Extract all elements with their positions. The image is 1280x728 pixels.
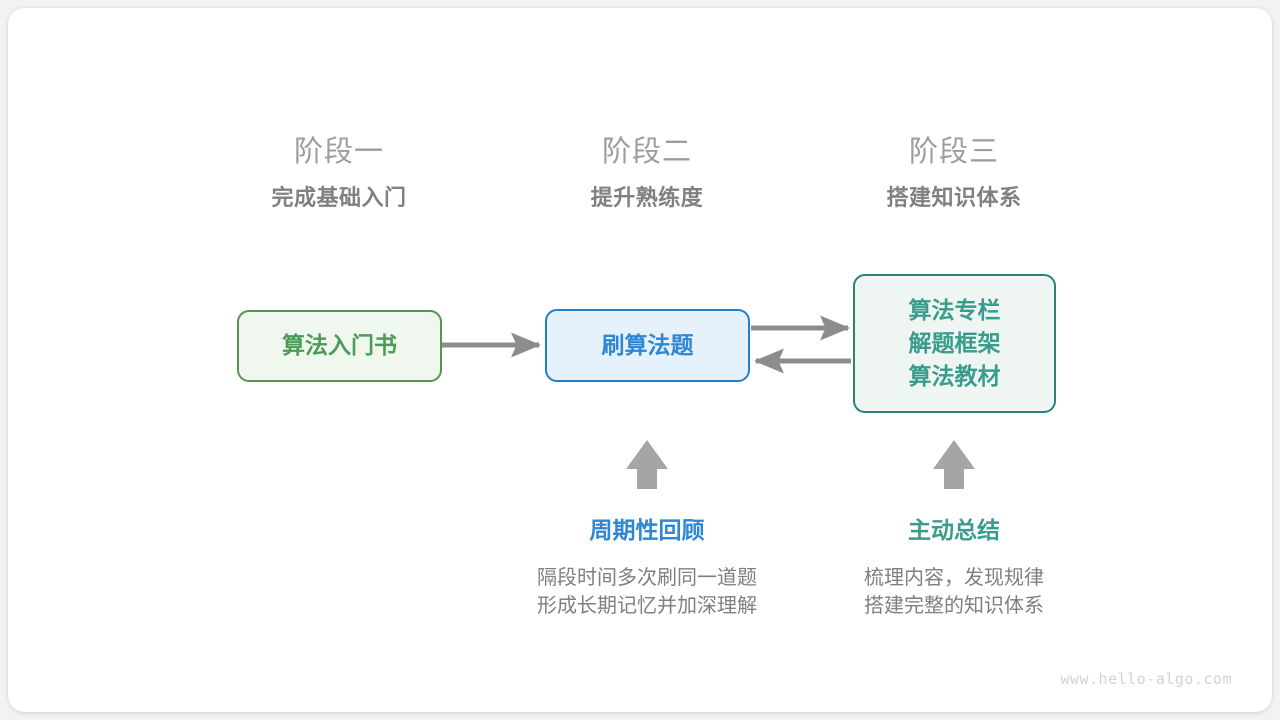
phase-header-3: 阶段三 搭建知识体系	[814, 135, 1094, 211]
annotation-periodic-review-desc-line-2: 形成长期记忆并加深理解	[537, 595, 757, 617]
diagram-card: 阶段一 完成基础入门 阶段二 提升熟练度 阶段三 搭建知识体系	[8, 8, 1272, 712]
phase-subtitle-3: 搭建知识体系	[886, 185, 1022, 210]
annotation-periodic-review: 周期性回顾 隔段时间多次刷同一道题 形成长期记忆并加深理解	[497, 516, 797, 620]
node-knowledge-resources-line-3: 算法教材	[908, 363, 1001, 390]
annotation-active-summary-title: 主动总结	[908, 517, 1000, 543]
node-knowledge-resources-line-1: 算法专栏	[908, 296, 1001, 323]
annotation-active-summary: 主动总结 梳理内容，发现规律 搭建完整的知识体系	[804, 516, 1104, 620]
phase-label-2: 阶段二	[601, 136, 692, 168]
node-knowledge-resources-line-2: 解题框架	[908, 329, 1001, 356]
node-practice-problems-line-1: 刷算法题	[601, 331, 694, 358]
node-knowledge-resources[interactable]: 算法专栏 解题框架 算法教材	[853, 274, 1056, 413]
annotation-periodic-review-desc-line-1: 隔段时间多次刷同一道题	[537, 567, 757, 589]
annotation-active-summary-desc-line-2: 搭建完整的知识体系	[864, 595, 1044, 617]
annotation-periodic-review-title: 周期性回顾	[589, 517, 705, 543]
node-intro-book-line-1: 算法入门书	[282, 332, 397, 359]
phase-subtitle-2: 提升熟练度	[590, 185, 704, 210]
annotation-active-summary-desc-line-1: 梳理内容，发现规律	[864, 567, 1044, 589]
arrow-up-summary	[933, 440, 975, 489]
phase-header-2: 阶段二 提升熟练度	[507, 135, 787, 211]
phase-subtitle-1: 完成基础入门	[271, 185, 407, 210]
node-practice-problems[interactable]: 刷算法题	[545, 309, 750, 382]
watermark: www.hello-algo.com	[1060, 670, 1232, 688]
phase-label-3: 阶段三	[908, 136, 999, 168]
node-intro-book[interactable]: 算法入门书	[237, 310, 442, 382]
phase-header-1: 阶段一 完成基础入门	[199, 135, 479, 211]
annotation-active-summary-desc: 梳理内容，发现规律 搭建完整的知识体系	[804, 564, 1104, 620]
phase-label-1: 阶段一	[293, 136, 384, 168]
arrow-up-review	[626, 440, 668, 489]
annotation-periodic-review-desc: 隔段时间多次刷同一道题 形成长期记忆并加深理解	[497, 564, 797, 620]
